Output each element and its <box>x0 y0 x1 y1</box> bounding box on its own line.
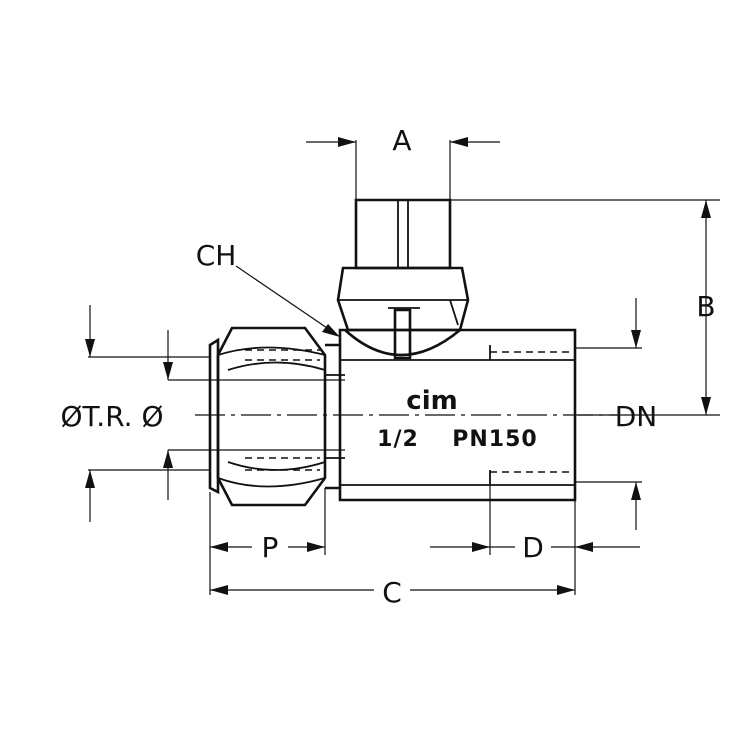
valve-stem <box>336 198 470 360</box>
body-marking: cim 1/2 PN150 <box>377 386 537 452</box>
size-text: 1/2 <box>377 427 419 452</box>
pressure-text: PN150 <box>452 427 537 452</box>
logo-text: cim <box>406 386 457 416</box>
label-ch: CH <box>196 239 237 272</box>
dimension-p: P <box>209 488 326 595</box>
label-c: C <box>382 576 402 609</box>
dimension-dn: DN <box>575 298 657 530</box>
dimension-otr: ØT.R. Ø <box>60 305 345 522</box>
dimension-c: C <box>210 575 575 609</box>
label-otr: ØT.R. Ø <box>60 400 163 433</box>
label-p: P <box>262 531 279 564</box>
label-d: D <box>522 531 544 564</box>
compression-nut <box>208 326 345 507</box>
dimension-a: A <box>306 124 500 200</box>
label-a: A <box>392 124 411 157</box>
dimension-ch: CH <box>196 239 340 337</box>
dimension-b: B <box>450 199 720 416</box>
label-b: B <box>696 290 715 323</box>
dimension-d: D <box>430 485 640 595</box>
label-dn: DN <box>615 400 658 433</box>
